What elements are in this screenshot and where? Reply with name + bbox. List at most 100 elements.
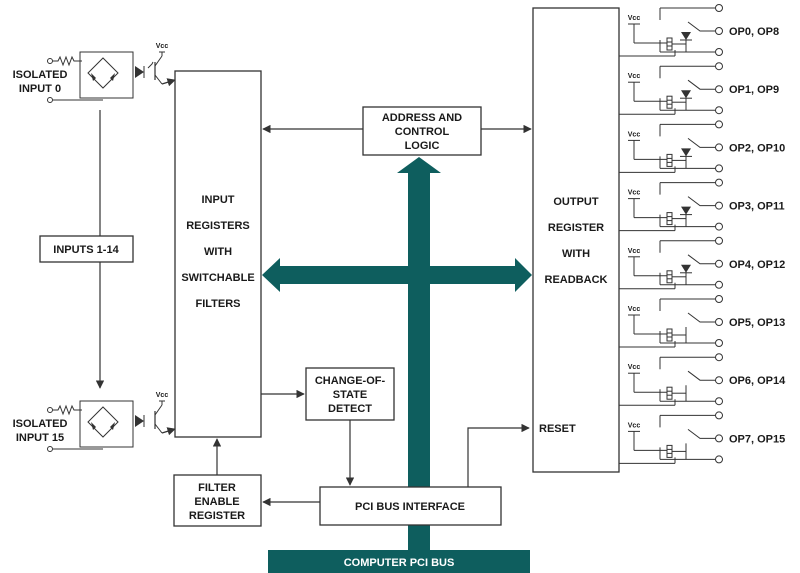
output-1-vcc-label: Vcc [628,73,641,80]
isolated-input-15-circuit: ISOLATED INPUT 15 Vcc [13,392,176,452]
output-0-vcc-label: Vcc [628,15,641,22]
output-3-relay-coil [666,212,673,226]
output-5-relay-coil [666,328,673,342]
pci-reset-arrow [467,423,530,487]
output-4-contact-bottom [715,280,723,289]
output-3-vcc-label: Vcc [628,190,641,197]
output-7-contact-top [715,411,723,420]
output-0-contact-bottom [715,48,723,56]
vertical-bus-arrow [397,157,441,550]
input-registers-line-4: SWITCHABLE [181,272,254,284]
isolated-input-0-label-line1: ISOLATED [13,69,68,81]
output-6-switch-arm [687,370,715,381]
filter-enable-line-2: ENABLE [194,496,239,508]
output-5-switch-arm [687,312,715,323]
address-logic-line-3: LOGIC [405,140,440,152]
output-4-contact-top [715,236,723,245]
isolated-input-0-circuit: ISOLATED INPUT 0 Vcc [13,43,176,103]
input-0-terminal-bottom [47,97,53,103]
output-4-relay-coil [666,270,673,284]
output-6-contact-top [715,353,723,362]
output-3-diode [681,206,691,215]
input-registers-line-5: FILTERS [195,298,240,310]
pci-bus-interface-block [319,486,502,526]
output-7-contact-bottom [715,455,723,464]
output-2-contact-common [715,143,723,152]
output-3-switch-arm [687,196,715,207]
input-registers-line-1: INPUT [202,194,235,206]
input-0-vcc-label: Vcc [156,43,169,50]
output-7-vcc-label: Vcc [628,422,641,429]
output-1-contact-bottom [715,106,723,115]
output-2-vcc-label: Vcc [628,131,641,138]
computer-pci-bus-label: COMPUTER PCI BUS [344,557,455,569]
horizontal-bus-arrow [262,258,532,292]
output-3-label: OP3, OP11 [729,201,785,213]
output-2-contact-bottom [715,164,723,173]
output-6-relay-coil [666,386,673,400]
output-0-diode [681,32,691,40]
output-0-contact-common [715,27,723,35]
output-4-switch-arm [687,254,715,265]
input-0-rectifier-bridge [87,57,119,89]
output-3-contact-common [715,201,723,210]
isolated-input-15-label-line2: INPUT 15 [16,432,64,444]
output-register-reset-label: RESET [539,423,576,435]
output-6-label: OP6, OP14 [729,375,786,387]
output-register-line-2: REGISTER [548,222,604,234]
output-6-contact-common [715,376,723,385]
output-1-diode [681,90,691,99]
output-1-label: OP1, OP9 [729,84,779,96]
input-15-terminal-bottom [47,446,53,452]
isolated-input-15-label-line1: ISOLATED [13,418,68,430]
output-5-contact-bottom [715,339,723,347]
output-4-vcc-label: Vcc [628,248,641,255]
output-2-contact-top [715,120,723,129]
address-logic-line-2: CONTROL [395,126,450,138]
output-2-label: OP2, OP10 [729,142,785,154]
input-0-terminal-top [47,58,53,64]
output-3-contact-bottom [715,222,723,231]
cos-detect-line-1: CHANGE-OF- [315,375,386,387]
output-5-vcc-label: Vcc [628,306,641,313]
output-2-diode [681,148,691,157]
inputs-1-14-box [39,235,134,263]
input-15-optocoupler-led [135,415,144,427]
output-1-contact-common [715,85,723,94]
output-5-contact-top [715,295,723,303]
isolated-input-0-label-line2: INPUT 0 [19,83,61,95]
output-7-contact-common [715,434,723,443]
input-15-resistor [53,404,82,416]
input-0-optocoupler-led [135,66,144,78]
output-0-label: OP0, OP8 [729,26,779,38]
output-7-switch-arm [687,428,715,439]
output-7-relay-coil [666,444,673,458]
output-4-label: OP4, OP12 [729,259,785,271]
output-1-relay-coil [666,95,673,109]
input-15-bridge-frame [79,400,134,448]
output-0-switch-arm [687,21,715,32]
output-0-contact-top [715,4,723,12]
output-2-relay-coil [666,153,673,167]
output-1-switch-arm [687,79,715,90]
input-15-rectifier-bridge [87,406,119,438]
output-2-switch-arm [687,137,715,148]
pci-bus-graphic: COMPUTER PCI BUS [262,157,532,573]
input-registers-line-2: REGISTERS [186,220,250,232]
filter-enable-line-3: REGISTER [189,510,245,522]
output-register-block [532,7,620,473]
address-control-logic-block [362,106,482,156]
input-0-bridge-frame [79,51,134,99]
cos-detect-line-2: STATE [333,389,367,401]
computer-pci-bus-bar [268,550,530,573]
output-register-line-4: READBACK [545,274,608,286]
input-15-terminal-top [47,407,53,413]
output-3-contact-top [715,178,723,187]
address-logic-line-1: ADDRESS AND [382,112,462,124]
input-15-vcc-label: Vcc [156,392,169,399]
pci-bus-interface-label: PCI BUS INTERFACE [355,501,465,513]
output-6-vcc-label: Vcc [628,364,641,371]
